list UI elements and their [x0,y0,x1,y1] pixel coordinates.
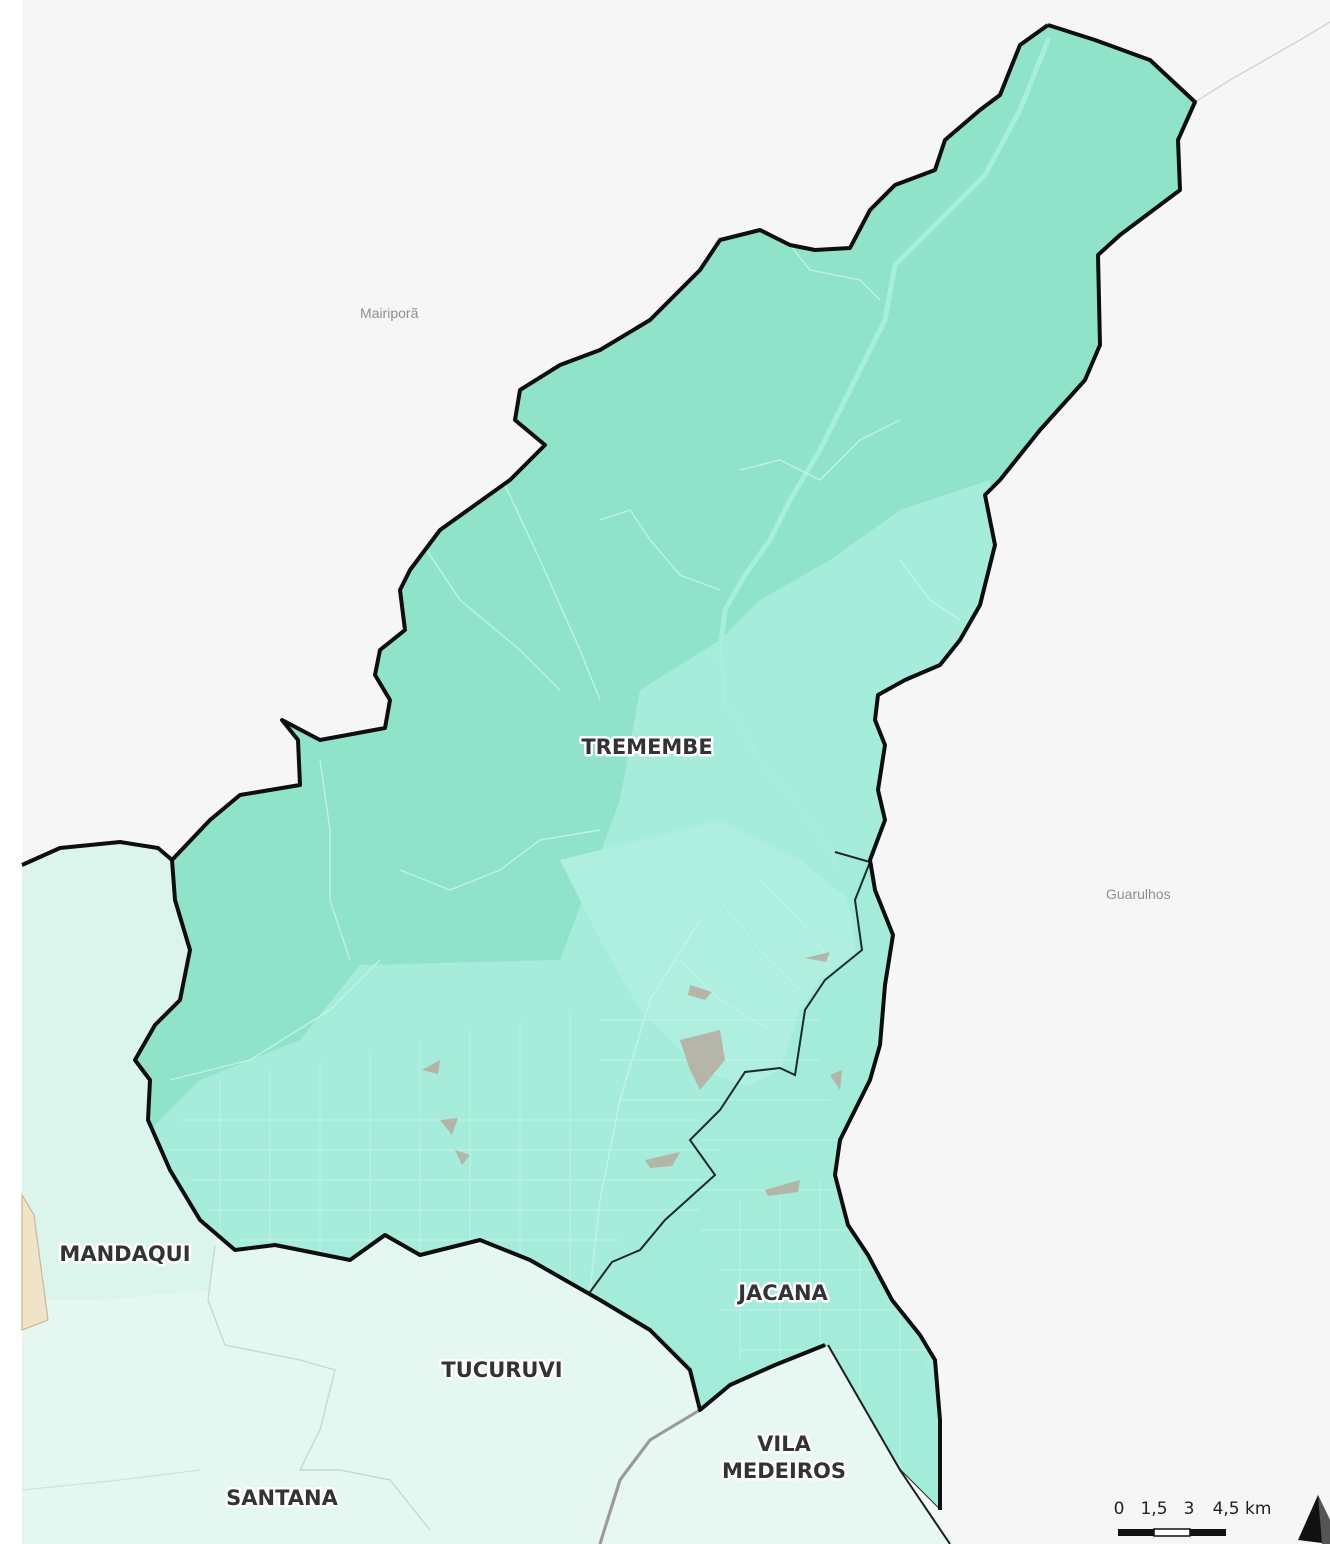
external-road-ne [1194,21,1330,103]
label-tucuruvi: TUCURUVI [441,1358,562,1382]
vila-medeiros-area [600,1345,950,1544]
jacana-boundary [589,851,872,1293]
scale-tick-0: 0 [1114,1499,1125,1519]
tan-strip [21,1192,49,1331]
left-frame-edge [0,0,22,1544]
road-1 [789,244,881,301]
scale-segment-1 [1118,1529,1154,1536]
neighbor-border-1 [207,1244,431,1531]
label-santana: SANTANA [226,1486,338,1510]
label-mandaqui: MANDAQUI [59,1242,190,1266]
vila-medeiros-border [598,1408,701,1544]
vila-medeiros-east-border [827,1344,951,1544]
scale-segment-3 [1190,1529,1226,1536]
tremembe-boundary [21,23,1197,1510]
neighbor-border-3 [21,1469,201,1491]
label-guarulhos: Guarulhos [1106,886,1171,902]
road-9 [899,559,961,621]
mandaqui-area [22,842,215,1300]
label-vila-medeiros-1: VILA [757,1432,811,1456]
label-tremembe: TREMEMBE [581,735,712,759]
scale-tick-3: 4,5 km [1213,1499,1272,1519]
north-arrow-icon [1298,1495,1330,1544]
road-2 [599,509,721,591]
road-3 [319,759,351,961]
grey-blocks [422,952,842,1196]
road-4 [399,829,601,891]
scale-segment-2 [1153,1528,1191,1537]
label-jacana: JACANA [736,1281,828,1305]
tremembe-urban-core [560,820,860,1090]
road-5 [169,959,381,1081]
road-7 [419,539,561,691]
river-cantareira [717,37,1051,873]
scale-tick-1: 1,5 [1140,1499,1167,1519]
road-8 [739,419,901,481]
label-vila-medeiros-2: MEDEIROS [722,1459,846,1483]
neighbor-districts-area [22,842,955,1544]
label-mairipora: Mairiporã [360,305,419,321]
scale-tick-2: 3 [1184,1499,1195,1519]
scale-bar: 0 1,5 3 4,5 km [1114,1499,1272,1537]
road-fernao-dias [504,484,601,701]
